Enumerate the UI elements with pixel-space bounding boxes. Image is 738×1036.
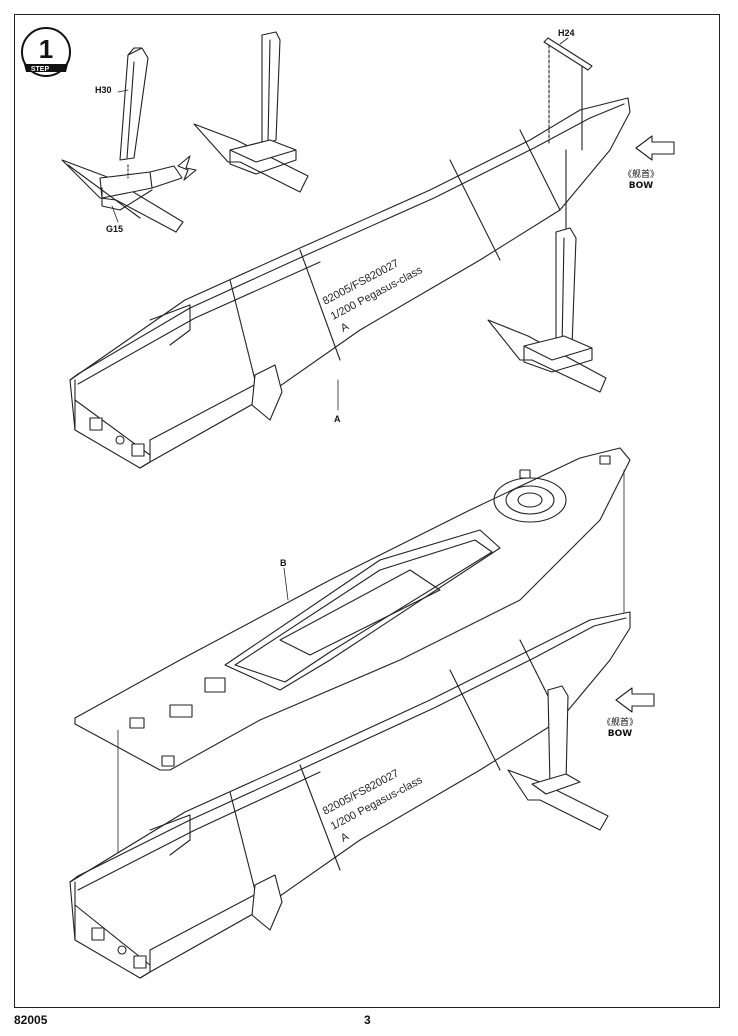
part-label-b: B: [280, 558, 287, 568]
bow-label-top: 《舰首》 BOW: [623, 170, 659, 192]
stand-assembly-exploded: [61, 47, 184, 233]
bow-arrow-top: [635, 135, 675, 161]
bow-label-bottom-cn: 《舰首》: [602, 718, 639, 728]
footer-page-number: 3: [364, 1013, 371, 1027]
bow-label-top-cn: 《舰首》: [623, 170, 660, 180]
deck-b: [74, 447, 631, 771]
stand-assembled: [193, 31, 309, 193]
part-label-h30: H30: [95, 85, 112, 95]
hull-bottom: 82005/FS820027 1/200 Pegasus-class A: [69, 611, 631, 979]
bow-arrow-bottom: [615, 687, 655, 713]
bow-label-top-en: BOW: [628, 181, 654, 191]
step-badge: 1 STEP: [21, 27, 71, 77]
bow-label-bottom-en: BOW: [607, 729, 633, 739]
footer-product-code: 82005: [14, 1013, 48, 1027]
part-label-h24: H24: [558, 28, 575, 38]
h24-rod: [543, 37, 593, 236]
part-label-a: A: [334, 414, 341, 424]
step-number: 1: [39, 34, 53, 64]
stand-right-top: [487, 227, 607, 393]
step-word: STEP: [31, 66, 50, 73]
assembly-arrow: [177, 155, 197, 181]
bow-label-bottom: 《舰首》 BOW: [602, 718, 638, 740]
page-frame: [14, 14, 720, 1008]
stand-right-bottom: [507, 685, 609, 831]
part-label-g15: G15: [106, 224, 124, 234]
hull-top: 82005/FS820027 1/200 Pegasus-class A: [69, 97, 631, 469]
